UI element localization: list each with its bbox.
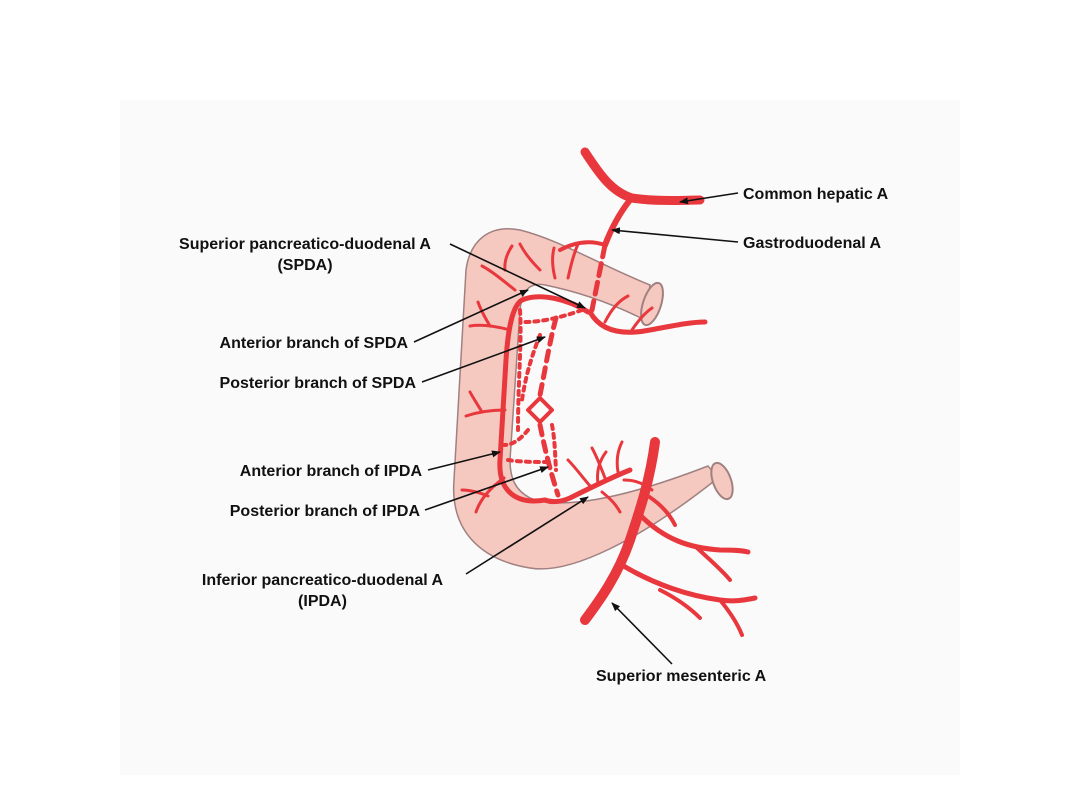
label-spda: Superior pancreatico-duodenal A (SPDA) bbox=[179, 236, 431, 274]
duodenal-branch-2 bbox=[503, 244, 514, 272]
gastroduodenal-artery bbox=[602, 197, 633, 248]
gastroepiploic-branch bbox=[603, 294, 630, 324]
gastroduodenal-branch bbox=[558, 240, 607, 252]
label-anterior-spda: Anterior branch of SPDA bbox=[219, 335, 408, 352]
ipda-posterior-dotted bbox=[502, 423, 558, 472]
sma-branch-5 bbox=[658, 588, 702, 620]
label-common-hepatic: Common hepatic A bbox=[743, 186, 889, 203]
leader-anterior-spda bbox=[413, 289, 529, 343]
duodenum-outer bbox=[452, 228, 720, 570]
spda-posterior-dashed bbox=[537, 315, 559, 398]
leader-anterior-ipda bbox=[427, 450, 501, 471]
label-gastroduodenal: Gastroduodenal A bbox=[743, 235, 882, 252]
leader-common-hepatic bbox=[679, 192, 739, 205]
duodenal-branch-5 bbox=[464, 408, 507, 418]
ipda-branch-5 bbox=[600, 490, 622, 514]
label-superior-mesenteric: Superior mesenteric A bbox=[596, 668, 767, 685]
duodenal-branch-6 bbox=[468, 390, 484, 414]
leader-superior-mesenteric bbox=[611, 602, 673, 665]
duodenal-branch-9 bbox=[518, 242, 542, 272]
sma-branch-1 bbox=[637, 512, 751, 555]
central-anastomosis bbox=[526, 396, 554, 424]
sma-branch-4 bbox=[718, 598, 744, 637]
arteries bbox=[460, 147, 758, 637]
gastroepiploic-branch-2 bbox=[630, 306, 654, 332]
ipda-branch-1 bbox=[590, 446, 607, 480]
sma-branch-2 bbox=[693, 544, 732, 582]
leader-posterior-ipda bbox=[424, 466, 549, 511]
sma-branch-3 bbox=[619, 562, 758, 604]
diagram-panel bbox=[120, 100, 960, 775]
leader-ipda bbox=[465, 496, 589, 575]
ipda bbox=[542, 467, 633, 505]
label-anterior-ipda: Anterior branch of IPDA bbox=[239, 463, 422, 480]
leader-lines bbox=[413, 192, 739, 665]
superior-mesenteric-artery bbox=[580, 437, 660, 625]
gastroepiploic-artery bbox=[587, 309, 708, 335]
gda-dashed bbox=[589, 242, 608, 313]
duodenum-top-opening bbox=[640, 281, 664, 327]
duodenal-branch-1 bbox=[480, 264, 517, 292]
duodenal-branch-10 bbox=[551, 246, 557, 280]
sma-branch-6 bbox=[646, 494, 677, 527]
ipda-branch-4 bbox=[596, 450, 608, 486]
leader-posterior-spda bbox=[421, 336, 546, 383]
duodenum-bottom-opening bbox=[710, 461, 734, 501]
duodenal-branch-8 bbox=[460, 488, 490, 498]
label-posterior-ipda: Posterior branch of IPDA bbox=[229, 503, 420, 520]
common-hepatic-artery bbox=[580, 147, 705, 205]
gastroduodenal-branch-2 bbox=[566, 242, 580, 280]
ipda-branch-3 bbox=[615, 440, 624, 474]
label-ipda: Inferior pancreatico-duodenal A (IPDA) bbox=[201, 572, 444, 610]
ipda-branch-2 bbox=[566, 458, 592, 488]
duodenal-branch-4 bbox=[476, 300, 492, 328]
leader-spda bbox=[449, 243, 586, 309]
duodenum bbox=[452, 228, 734, 570]
leader-gastroduodenal bbox=[611, 227, 739, 243]
label-posterior-spda: Posterior branch of SPDA bbox=[219, 375, 416, 392]
